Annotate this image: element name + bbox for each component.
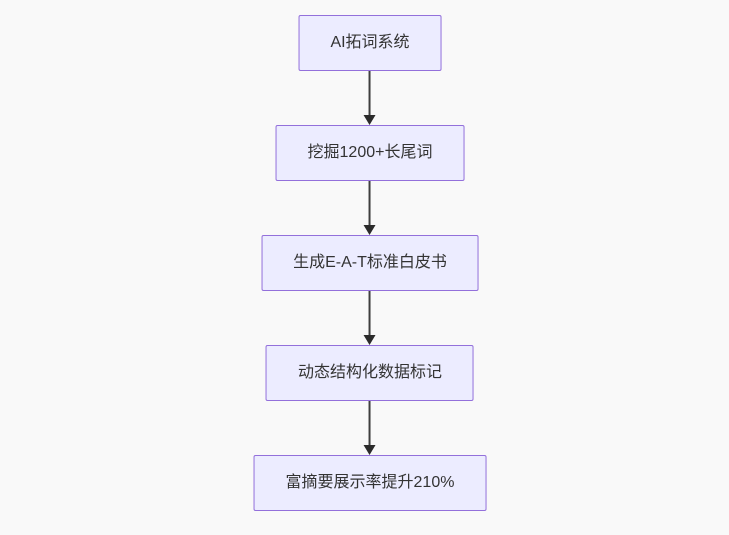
arrow-shaft (369, 401, 371, 445)
flow-node-eat-whitepaper: 生成E-A-T标准白皮书 (261, 235, 479, 291)
flow-node-longtail-mining: 挖掘1200+长尾词 (275, 125, 465, 181)
flow-arrow-1 (364, 71, 376, 125)
flow-arrow-2 (364, 181, 376, 235)
arrow-head-down-icon (364, 115, 376, 125)
flowchart: AI拓词系统 挖掘1200+长尾词 生成E-A-T标准白皮书 动态结构化数据标记… (253, 15, 487, 511)
flow-node-rich-snippet-lift: 富摘要展示率提升210% (253, 455, 487, 511)
flow-node-label: 生成E-A-T标准白皮书 (293, 254, 447, 271)
arrow-head-down-icon (364, 335, 376, 345)
arrow-shaft (369, 71, 371, 115)
arrow-shaft (369, 181, 371, 225)
arrow-head-down-icon (364, 445, 376, 455)
arrow-head-down-icon (364, 225, 376, 235)
flow-node-label: 挖掘1200+长尾词 (307, 144, 433, 161)
flow-arrow-3 (364, 291, 376, 345)
flow-arrow-4 (364, 401, 376, 455)
arrow-shaft (369, 291, 371, 335)
flow-node-label: 动态结构化数据标记 (297, 364, 442, 381)
flow-node-label: AI拓词系统 (330, 34, 410, 51)
flow-node-structured-data-markup: 动态结构化数据标记 (265, 345, 474, 401)
flow-node-ai-keyword-system: AI拓词系统 (298, 15, 442, 71)
flow-node-label: 富摘要展示率提升210% (285, 474, 455, 491)
